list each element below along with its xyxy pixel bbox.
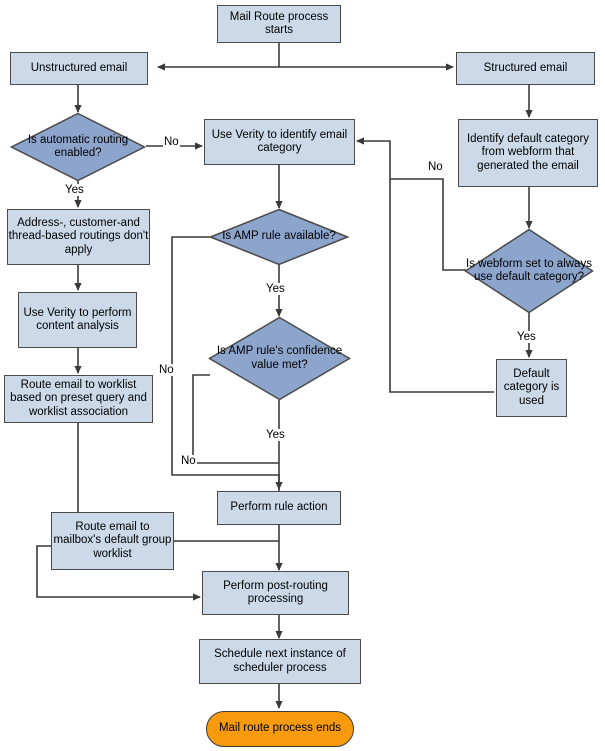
node-default-category-used[interactable]: Default category is used [496, 359, 567, 417]
node-use-verity-content-analysis-label: Use Verity to perform content analysis [23, 306, 132, 333]
node-perform-rule-action[interactable]: Perform rule action [217, 491, 341, 525]
node-route-email-preset-query-label: Route email to worklist based on preset … [10, 378, 147, 418]
node-is-automatic-routing-enabled-label: Is automatic routing enabled? [27, 133, 129, 160]
node-perform-rule-action-label: Perform rule action [230, 501, 328, 514]
node-routings-dont-apply[interactable]: Address-, customer-and thread-based rout… [7, 209, 150, 265]
node-unstructured-email[interactable]: Unstructured email [10, 52, 148, 85]
node-default-category-used-label: Default category is used [503, 367, 560, 407]
node-route-email-preset-query[interactable]: Route email to worklist based on preset … [4, 375, 153, 423]
node-is-amp-rule-confidence-met[interactable]: Is AMP rule's confidence value met? [208, 316, 351, 401]
node-is-amp-rule-available-label: Is AMP rule available? [222, 230, 336, 243]
node-unstructured-email-label: Unstructured email [30, 61, 128, 74]
node-use-verity-identify-category-label: Use Verity to identify email category [211, 128, 348, 155]
node-route-email-mailbox-worklist[interactable]: Route email to mailbox's default group w… [51, 512, 174, 570]
node-use-verity-content-analysis[interactable]: Use Verity to perform content analysis [18, 292, 137, 348]
node-perform-post-routing[interactable]: Perform post-routing processing [202, 571, 349, 615]
node-routings-dont-apply-label: Address-, customer-and thread-based rout… [8, 216, 149, 256]
node-is-webform-set-default-category[interactable]: Is webform set to always use default cat… [464, 228, 594, 314]
edge-label-amp-available-yes: Yes [265, 283, 286, 295]
node-structured-email-label: Structured email [483, 61, 568, 74]
edge-label-amp-available-no: No [158, 364, 175, 376]
edge-label-autorouting-no: No [163, 136, 180, 148]
node-route-email-mailbox-worklist-label: Route email to mailbox's default group w… [53, 520, 172, 560]
node-end-label: Mail route process ends [218, 722, 342, 735]
node-use-verity-identify-category[interactable]: Use Verity to identify email category [204, 119, 355, 165]
edge-label-autorouting-yes: Yes [64, 184, 85, 196]
node-schedule-next-instance[interactable]: Schedule next instance of scheduler proc… [199, 639, 361, 684]
edge-label-webform-no: No [427, 161, 444, 173]
node-start-label: Mail Route process starts [229, 10, 329, 37]
node-schedule-next-instance-label: Schedule next instance of scheduler proc… [214, 648, 346, 674]
node-structured-email[interactable]: Structured email [456, 52, 595, 85]
node-identify-default-category-label: Identify default category from webform t… [466, 132, 590, 172]
edge-label-amp-confidence-yes: Yes [265, 429, 286, 441]
node-is-webform-set-default-category-label: Is webform set to always use default cat… [466, 257, 592, 284]
edge-label-amp-confidence-no: No [180, 455, 197, 467]
node-is-amp-rule-available[interactable]: Is AMP rule available? [209, 208, 349, 266]
node-identify-default-category[interactable]: Identify default category from webform t… [458, 119, 598, 187]
edge-label-webform-yes: Yes [516, 331, 537, 343]
node-is-automatic-routing-enabled[interactable]: Is automatic routing enabled? [10, 112, 146, 182]
node-is-amp-rule-confidence-met-label: Is AMP rule's confidence value met? [216, 345, 343, 371]
node-perform-post-routing-label: Perform post-routing processing [223, 579, 328, 606]
node-end[interactable]: Mail route process ends [206, 711, 354, 747]
node-start[interactable]: Mail Route process starts [217, 5, 341, 43]
